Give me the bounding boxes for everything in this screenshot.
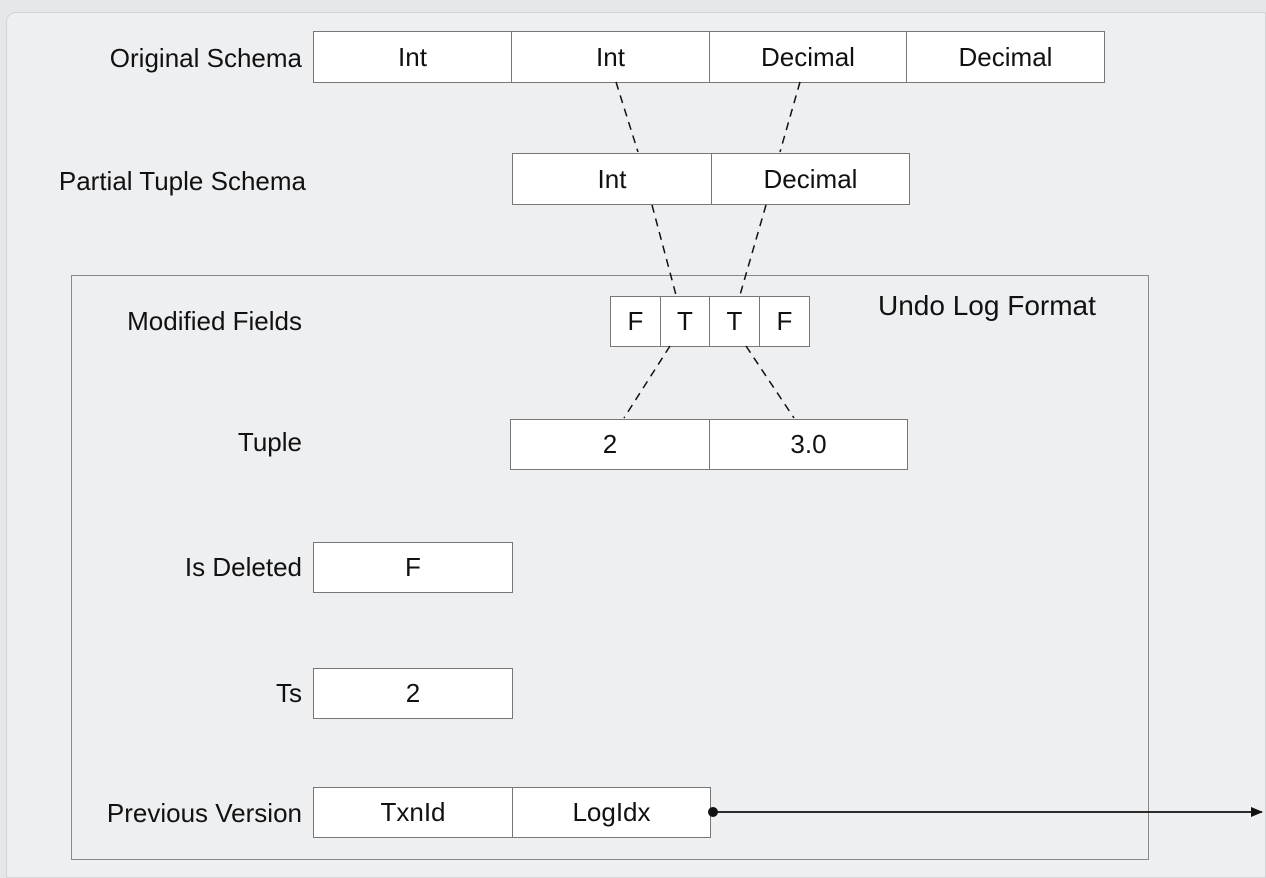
original-schema-cell: Decimal bbox=[709, 32, 906, 82]
modified-field-cell: T bbox=[709, 297, 759, 346]
is-deleted-cell: F bbox=[314, 543, 512, 592]
dashed-connector bbox=[745, 345, 795, 419]
tuple-label: Tuple bbox=[237, 427, 302, 457]
is-deleted-label: Is Deleted bbox=[184, 552, 302, 582]
partial-tuple-schema-row: Int Decimal bbox=[512, 153, 910, 205]
partial-schema-cell: Int bbox=[513, 154, 711, 204]
ts-row: 2 bbox=[313, 668, 513, 719]
modified-field-cell: F bbox=[759, 297, 809, 346]
dashed-connector bbox=[615, 81, 639, 153]
dashed-connector bbox=[779, 81, 801, 153]
ts-label: Ts bbox=[276, 678, 302, 708]
undo-log-format-container bbox=[71, 275, 1149, 860]
undo-log-format-title: Undo Log Format bbox=[878, 290, 1096, 321]
txnid-cell: TxnId bbox=[314, 788, 512, 837]
dashed-connector bbox=[651, 204, 677, 296]
is-deleted-row: F bbox=[313, 542, 513, 593]
dashed-connector bbox=[739, 204, 767, 296]
partial-schema-cell: Decimal bbox=[711, 154, 909, 204]
original-schema-cell: Decimal bbox=[906, 32, 1104, 82]
previous-version-label: Previous Version bbox=[106, 798, 302, 828]
dashed-connector bbox=[623, 345, 671, 419]
modified-field-cell: F bbox=[611, 297, 660, 346]
ts-cell: 2 bbox=[314, 669, 512, 718]
partial-tuple-schema-label: Partial Tuple Schema bbox=[58, 166, 306, 196]
original-schema-cell: Int bbox=[511, 32, 709, 82]
previous-version-row: TxnId LogIdx bbox=[313, 787, 711, 838]
tuple-cell: 3.0 bbox=[709, 420, 907, 469]
logidx-cell: LogIdx bbox=[512, 788, 710, 837]
modified-field-cell: T bbox=[660, 297, 709, 346]
modified-fields-label: Modified Fields bbox=[127, 306, 302, 336]
original-schema-cell: Int bbox=[314, 32, 511, 82]
tuple-cell: 2 bbox=[511, 420, 709, 469]
original-schema-label: Original Schema bbox=[109, 43, 302, 73]
modified-fields-row: F T T F bbox=[610, 296, 810, 347]
tuple-row: 2 3.0 bbox=[510, 419, 908, 470]
original-schema-row: Int Int Decimal Decimal bbox=[313, 31, 1105, 83]
